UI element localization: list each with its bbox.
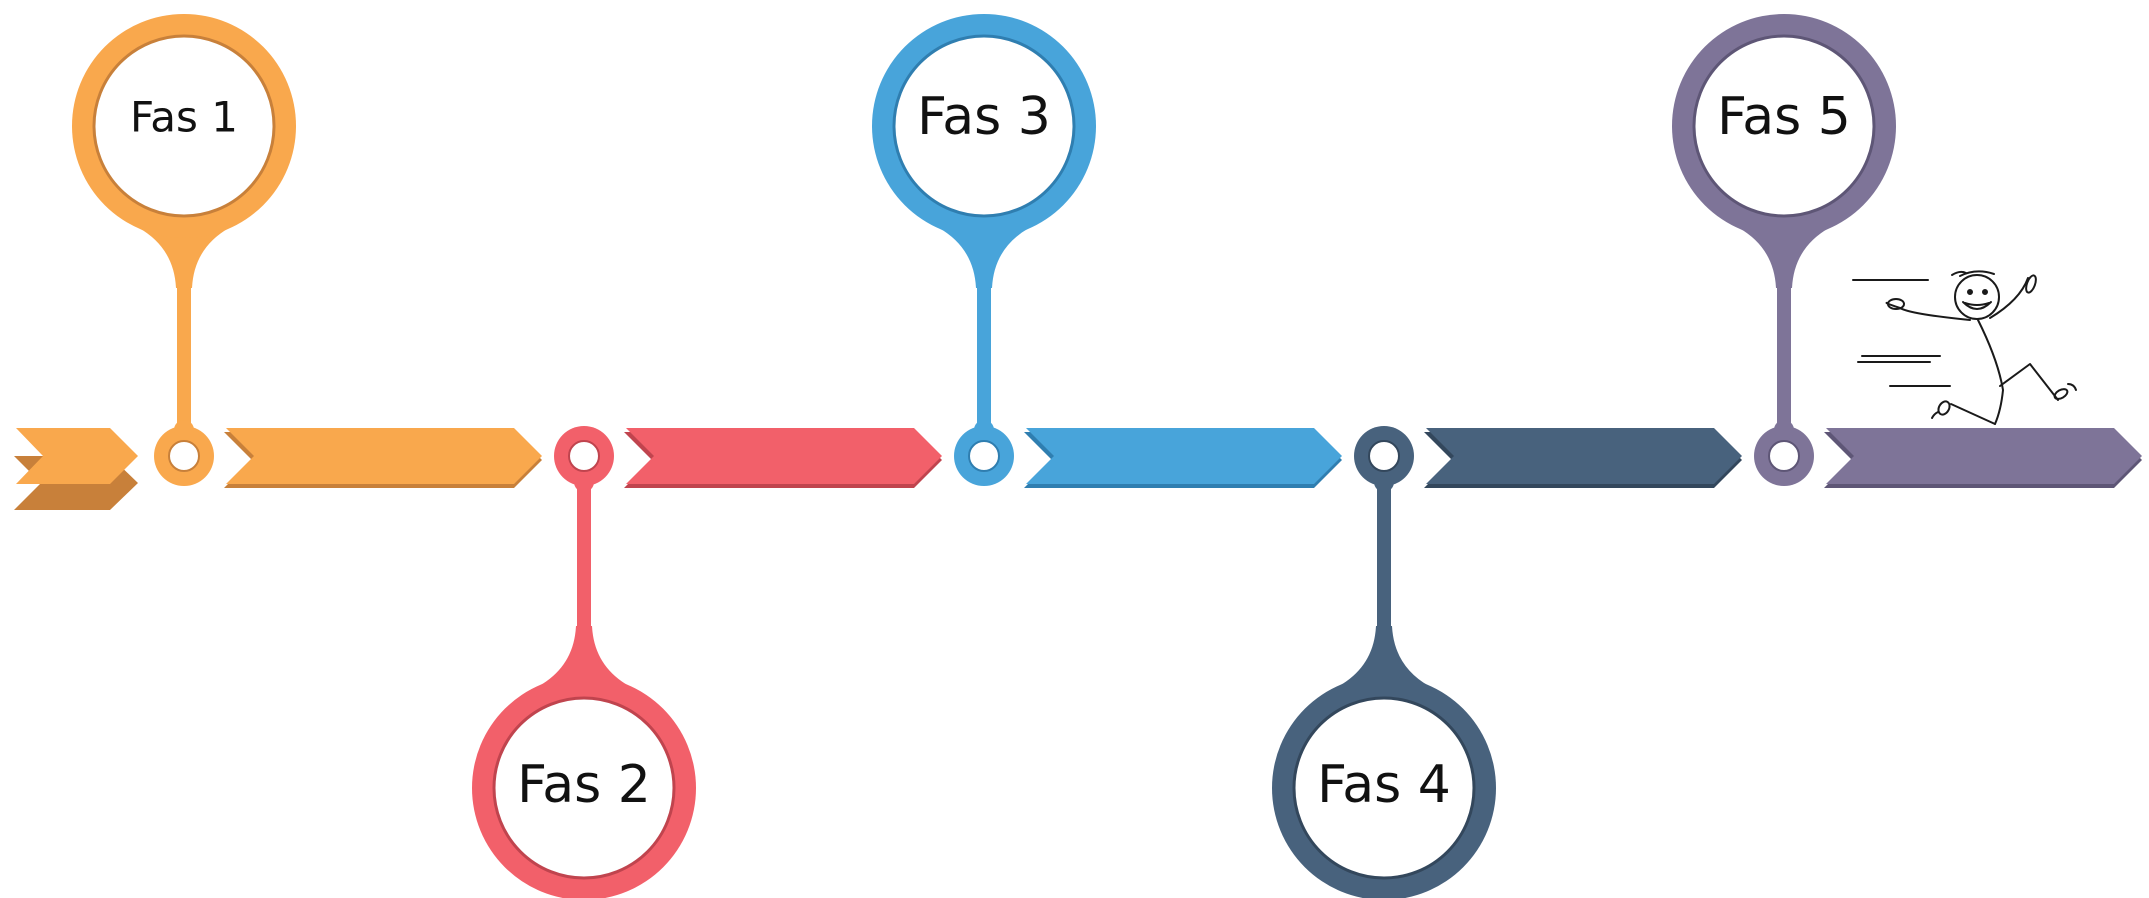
phase-label-1: Fas 1: [130, 93, 238, 142]
phase-label-4: Fas 4: [1317, 755, 1451, 815]
phase-label-5: Fas 5: [1717, 87, 1851, 147]
running-stick-figure-icon: [1852, 270, 2077, 425]
timeline-arrow-4: [1424, 428, 1742, 488]
phase-marker-2: Fas 2: [472, 426, 696, 898]
timeline-arrow-2: [624, 428, 942, 488]
timeline-arrow-3: [1024, 428, 1342, 488]
phase-marker-5: Fas 5: [1672, 14, 1896, 486]
phase-marker-4: Fas 4: [1272, 426, 1496, 898]
phase-label-3: Fas 3: [917, 87, 1051, 147]
phase-marker-3: Fas 3: [872, 14, 1096, 486]
timeline-arrow-5: [1824, 428, 2142, 488]
phase-label-2: Fas 2: [517, 755, 651, 815]
timeline-arrow-start: [14, 428, 138, 510]
timeline-arrows: [14, 428, 138, 510]
timeline-arrow-1: [224, 428, 542, 488]
phase-marker-1: Fas 1: [72, 14, 296, 486]
